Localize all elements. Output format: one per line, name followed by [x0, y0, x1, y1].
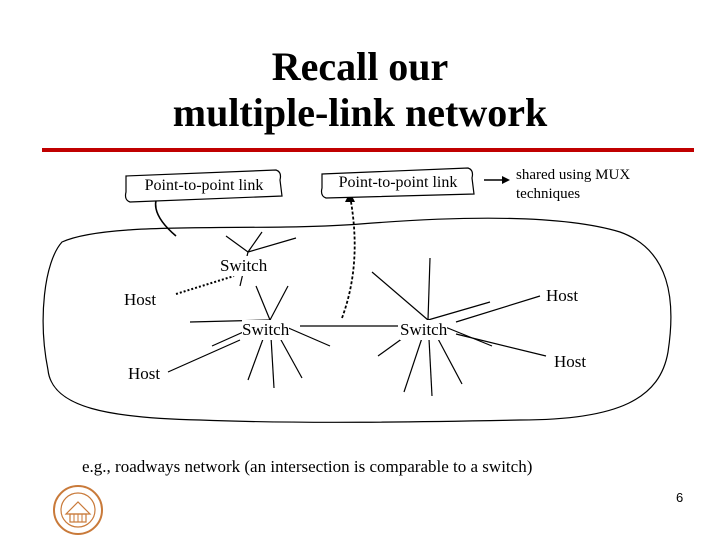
mux-note-line-2: techniques	[516, 186, 581, 202]
link-host-to-top-switch	[175, 275, 235, 295]
slide-caption: e.g., roadways network (an intersection …	[82, 457, 533, 476]
link-switch-to-host-lower	[455, 333, 547, 357]
link-switch-to-host	[455, 295, 541, 323]
mux-note: shared using MUX techniques	[516, 166, 630, 204]
switch-top-label: Switch	[220, 256, 268, 276]
host-right-lower-label: Host	[554, 352, 587, 372]
title-line-1: Recall our	[271, 44, 449, 89]
title-line-2: multiple-link network	[172, 90, 548, 135]
university-seal-icon	[53, 485, 103, 535]
switch-right-label: Switch	[400, 320, 448, 340]
host-left-upper-label: Host	[124, 290, 157, 310]
page-number: 6	[676, 490, 684, 505]
scroll-left-shape	[124, 169, 283, 203]
switch-left-label: Switch	[242, 320, 290, 340]
title-divider	[42, 148, 694, 152]
mux-note-line-1: shared using MUX	[516, 167, 631, 183]
scroll-left-label: Point-to-point link	[144, 177, 264, 194]
scroll-right-label: Point-to-point link	[338, 174, 458, 191]
host-right-upper-label: Host	[546, 286, 579, 306]
slide-title: Recall our multiple-link network	[0, 44, 720, 136]
scroll-right-shape	[320, 167, 475, 199]
host-left-lower-label: Host	[128, 364, 161, 384]
pointer-right-link	[341, 195, 356, 319]
network-boundary	[42, 217, 672, 423]
link-host-lower-left	[167, 339, 241, 373]
